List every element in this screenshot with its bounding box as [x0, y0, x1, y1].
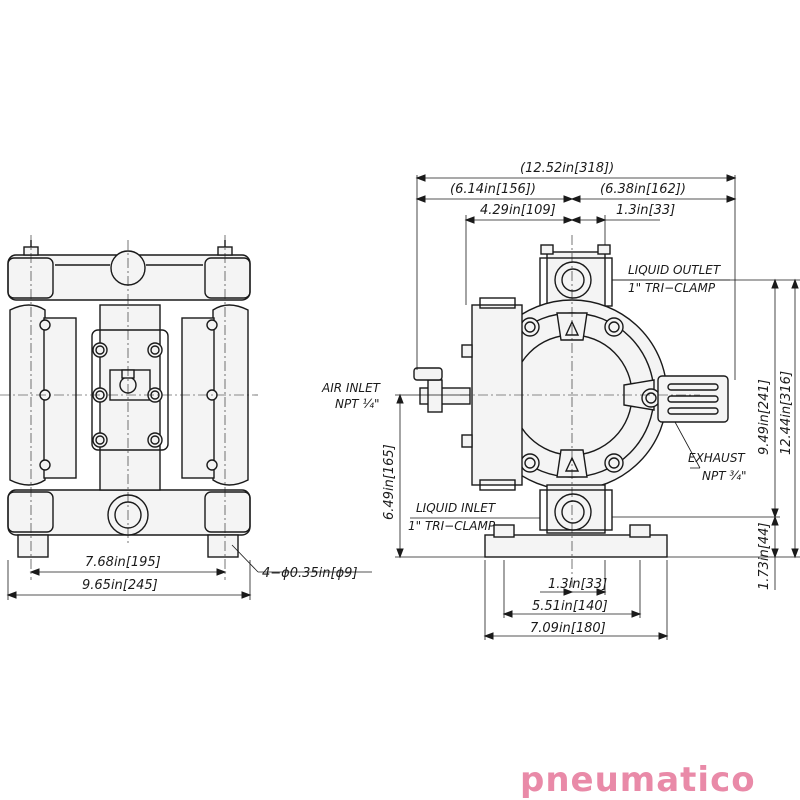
dim-outlet-height: 9.49in[241]: [757, 379, 772, 455]
muffler-slots: [667, 383, 719, 415]
side-dimensions-top: [415, 174, 737, 380]
dim-overall-width: (12.52in[318]): [520, 161, 614, 176]
side-view: [413, 235, 729, 590]
label-exhaust: EXHAUST: [688, 451, 746, 465]
front-view: [0, 235, 258, 580]
dim-base-total: 7.09in[180]: [530, 621, 606, 636]
label-liquid-outlet-size: 1" TRI−CLAMP: [628, 281, 716, 295]
brand-logo: pneumatico: [520, 760, 800, 800]
dim-air-height: 6.49in[165]: [382, 444, 397, 520]
label-air-inlet: AIR INLET: [321, 381, 382, 395]
dim-right-half: (6.38in[162]): [600, 182, 686, 197]
label-liquid-inlet-size: 1" TRI−CLAMP: [408, 519, 496, 533]
logo-text: pneumatico: [520, 760, 756, 800]
label-liquid-outlet: LIQUID OUTLET: [628, 263, 722, 277]
center-bolts: [92, 342, 163, 448]
dim-left-half: (6.14in[156]): [450, 182, 536, 197]
dim-mount-holes: 4−ϕ0.35in[ϕ9]: [262, 566, 358, 581]
front-dimensions: [6, 544, 372, 600]
dim-inlet-offset: 4.29in[109]: [480, 203, 556, 218]
label-air-inlet-size: NPT ¼": [335, 397, 380, 411]
dim-inlet-height: 1.73in[44]: [757, 523, 772, 590]
dim-base-width: 9.65in[245]: [82, 578, 158, 593]
label-liquid-inlet: LIQUID INLET: [416, 501, 497, 515]
label-exhaust-size: NPT ¾": [702, 469, 747, 483]
side-dimensions-bottom: [483, 560, 669, 640]
side-dimensions-vertical: [395, 278, 800, 590]
dim-outlet-offset: 1.3in[33]: [616, 203, 675, 218]
dim-bolt-spacing: 7.68in[195]: [85, 555, 161, 570]
dim-base-holes: 5.51in[140]: [532, 599, 608, 614]
leaders: [410, 279, 730, 519]
dim-overall-height: 12.44in[316]: [779, 371, 794, 455]
dim-base-offset: 1.3in[33]: [548, 577, 607, 592]
